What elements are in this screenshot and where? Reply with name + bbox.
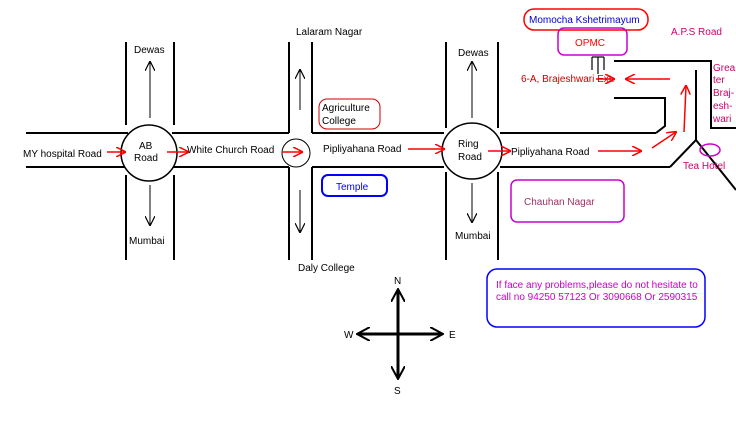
label-greater-3: Braj-: [713, 88, 734, 99]
label-ring-road-2: Road: [458, 152, 482, 163]
label-white-church-road: White Church Road: [187, 145, 274, 156]
chauhan-box: [510, 179, 625, 223]
label-ab-road-2: Road: [134, 153, 158, 164]
label-brajeshwari-ext: 6-A, Brajeshwari Ext.: [521, 74, 614, 85]
label-ab-road-1: AB: [139, 141, 153, 152]
label-mumbai-2: Mumbai: [455, 231, 491, 242]
label-agriculture-2: College: [322, 116, 356, 127]
ring-road-vertical: [445, 42, 499, 260]
label-chauhan-nagar: Chauhan Nagar: [524, 197, 595, 208]
contact-box: [486, 268, 706, 328]
label-lalaram-nagar: Lalaram Nagar: [296, 27, 363, 38]
label-tea-hotel: Tea Hotel: [683, 161, 725, 172]
temple-box: [321, 174, 388, 197]
label-agriculture-1: Agriculture: [322, 103, 370, 114]
compass: [358, 290, 442, 378]
label-daly-college: Daly College: [298, 263, 355, 274]
label-greater-1: Grea: [713, 63, 736, 74]
compass-n-label: N: [394, 276, 401, 287]
compass-s-label: S: [394, 386, 401, 397]
label-greater-2: ter: [713, 75, 725, 86]
main-road: [26, 132, 670, 168]
label-pipliyahana-road-2: Pipliyahana Road: [511, 147, 589, 158]
middle-roundabout: [281, 138, 311, 168]
middle-road-vertical: [288, 42, 313, 260]
brajeshwari-roads: [614, 60, 736, 191]
label-aps-road: A.P.S Road: [671, 27, 722, 38]
label-opmc: OPMC: [575, 38, 605, 49]
direction-arrows: [150, 62, 472, 232]
label-greater-4: esh-: [713, 101, 732, 112]
label-greater-5: wari: [712, 114, 731, 125]
label-dewas-2: Dewas: [458, 48, 489, 59]
label-momocha: Momocha Kshetrimayum: [529, 15, 640, 26]
opmc-approach: [591, 56, 605, 74]
label-temple: Temple: [336, 182, 369, 193]
agriculture-box: [318, 98, 381, 130]
ab-road-vertical: [125, 42, 175, 260]
momocha-box: [523, 8, 649, 31]
label-mumbai-1: Mumbai: [129, 236, 165, 247]
label-pipliyahana-road-1: Pipliyahana Road: [323, 144, 401, 155]
compass-w-label: W: [344, 330, 354, 341]
opmc-box: [557, 27, 628, 56]
contact-note: If face any problems,please do not hesit…: [496, 280, 698, 303]
label-dewas-1: Dewas: [134, 45, 165, 56]
route-arrows: [107, 79, 686, 152]
tea-hotel-marker: [699, 143, 721, 157]
label-my-hospital-road: MY hospital Road: [23, 149, 102, 160]
compass-e-label: E: [449, 330, 456, 341]
label-ring-road-1: Ring: [458, 139, 479, 150]
